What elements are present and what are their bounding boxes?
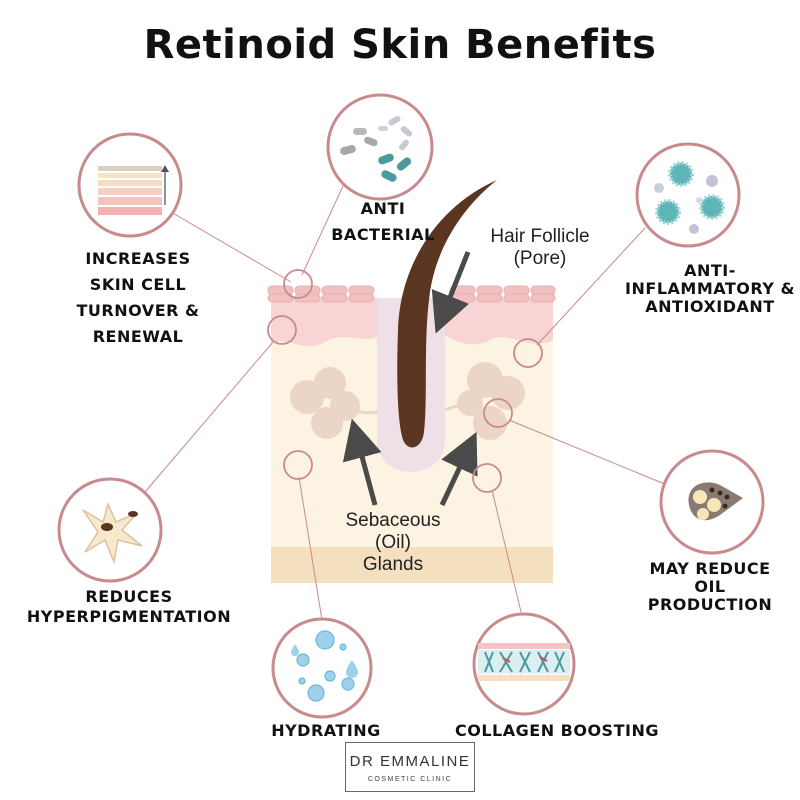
annotation-arrows: [342, 251, 478, 507]
arrow-sebaceous-right: [439, 431, 478, 507]
connector-lines: [144, 185, 668, 621]
marker-circles: [267, 269, 543, 493]
skin-layers-icon: [77, 132, 183, 238]
annotation-hair-follicle: Hair Follicle (Pore): [490, 226, 590, 269]
bacteria-icon: [326, 93, 434, 201]
epidermis-right: [271, 298, 553, 345]
hair-strand: [397, 180, 497, 448]
logo-name: DR EMMALINE: [349, 753, 471, 770]
water-droplets-icon: [271, 617, 373, 719]
logo-subtitle: COSMETIC CLINIC: [367, 776, 453, 783]
clinic-logo: DR EMMALINE COSMETIC CLINIC: [345, 742, 475, 792]
label-collagen-boosting: COLLAGEN BOOSTING: [455, 721, 659, 740]
subcutis-layer: [271, 547, 553, 583]
page-title: Retinoid Skin Benefits: [143, 22, 657, 68]
label-hyperpigmentation: REDUCES HYPERPIGMENTATION: [26, 587, 232, 626]
melanocyte-icon: [57, 477, 163, 583]
label-anti-bacterial: ANTI BACTERIAL: [331, 199, 435, 244]
sebaceous-gland-right: [444, 362, 525, 440]
arrow-sebaceous-left: [342, 418, 382, 506]
label-anti-inflammatory: ANTI- INFLAMMATORY & ANTIOXIDANT: [625, 261, 795, 316]
oil-gland-icon: [659, 449, 765, 555]
immune-cells-icon: [635, 142, 741, 248]
label-oil-production: MAY REDUCE OIL PRODUCTION: [647, 559, 773, 614]
arrow-hair-follicle: [431, 251, 471, 334]
label-hydrating: HYDRATING: [271, 721, 381, 740]
label-skin-cell-turnover: INCREASES SKIN CELL TURNOVER & RENEWAL: [76, 249, 200, 346]
sebaceous-gland-left: [290, 367, 378, 439]
collagen-fibers-icon: [472, 612, 576, 716]
annotation-sebaceous-glands: Sebaceous (Oil) Glands: [345, 510, 441, 575]
epidermis-left: [271, 298, 378, 347]
